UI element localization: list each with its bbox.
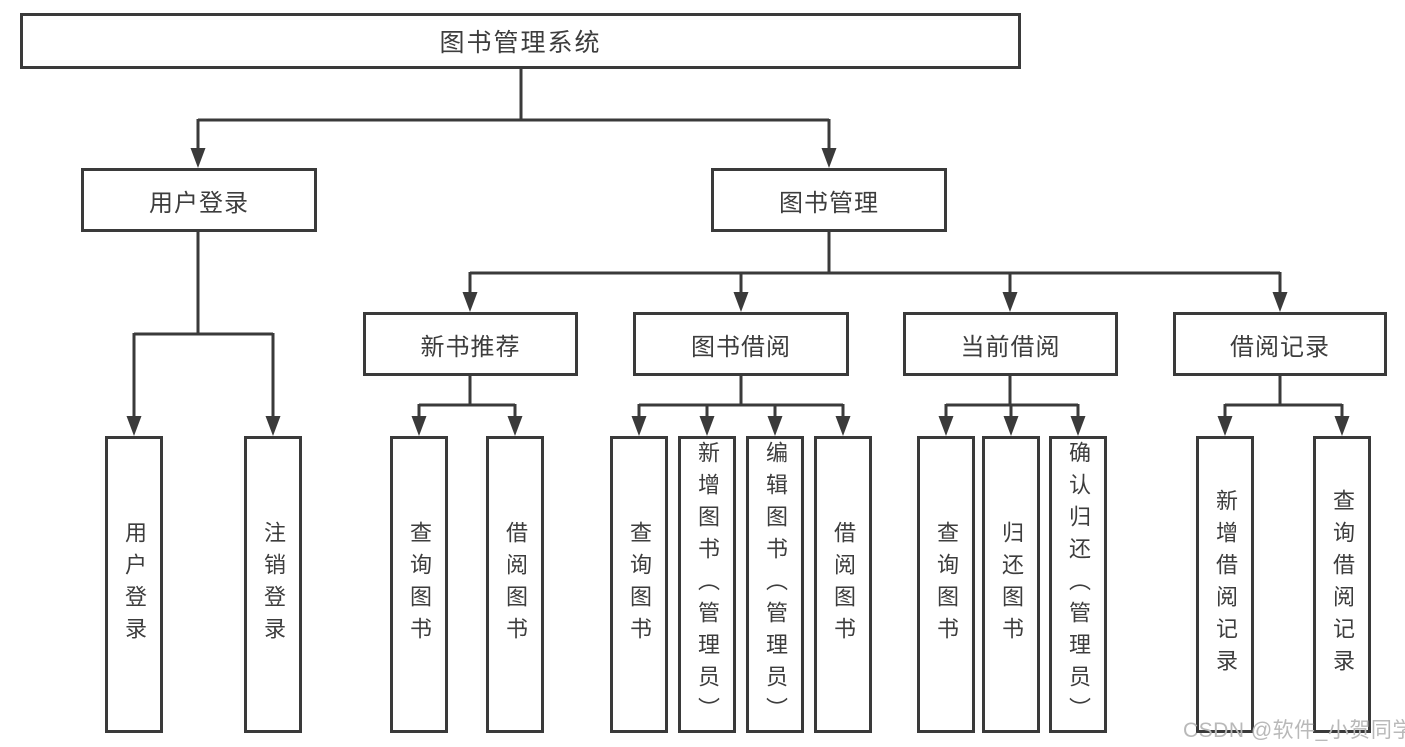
node-book-management: 图书管理	[711, 168, 947, 232]
leaf-search-books-borrowing: 查询图书	[610, 436, 668, 733]
node-current-borrowing: 当前借阅	[903, 312, 1118, 376]
leaf-label: 新增借阅记录	[1213, 488, 1238, 681]
leaf-search-books-current: 查询图书	[917, 436, 975, 733]
node-label: 当前借阅	[960, 333, 1061, 361]
node-label: 新书推荐	[420, 333, 521, 361]
leaf-edit-book-admin: 编辑图书（管理员）	[746, 436, 804, 733]
leaf-search-borrow-record: 查询借阅记录	[1313, 436, 1371, 733]
leaf-label: 归还图书	[999, 520, 1024, 649]
leaf-return-books: 归还图书	[982, 436, 1040, 733]
leaf-label: 查询图书	[627, 520, 652, 649]
node-new-book-recommend: 新书推荐	[363, 312, 578, 376]
leaf-user-login: 用户登录	[105, 436, 163, 733]
leaf-label: 查询借阅记录	[1330, 488, 1355, 681]
node-book-borrowing: 图书借阅	[633, 312, 849, 376]
leaf-label: 注销登录	[261, 520, 286, 649]
leaf-label: 查询图书	[407, 520, 432, 649]
node-label: 图书管理	[779, 189, 879, 217]
leaf-add-book-admin: 新增图书（管理员）	[678, 436, 736, 733]
leaf-label: 用户登录	[122, 520, 147, 649]
node-user-login: 用户登录	[81, 168, 317, 232]
leaf-label: 查询图书	[934, 520, 959, 649]
leaf-label: 借阅图书	[831, 520, 856, 649]
node-label: 借阅记录	[1230, 333, 1330, 361]
node-label: 图书借阅	[691, 333, 791, 361]
node-library-management-system: 图书管理系统	[20, 13, 1021, 69]
leaf-search-books-recommend: 查询图书	[390, 436, 448, 733]
node-borrowing-records: 借阅记录	[1173, 312, 1387, 376]
leaf-borrow-books-recommend: 借阅图书	[486, 436, 544, 733]
node-label: 图书管理系统	[439, 29, 602, 57]
leaf-label: 确认归还（管理员）	[1066, 440, 1091, 729]
watermark: CSDN @软件_小贺同学	[1183, 719, 1405, 742]
leaf-confirm-return-admin: 确认归还（管理员）	[1049, 436, 1107, 733]
leaf-label: 编辑图书（管理员）	[763, 440, 788, 729]
leaf-label: 新增图书（管理员）	[695, 440, 720, 729]
leaf-label: 借阅图书	[503, 520, 528, 649]
leaf-add-borrow-record: 新增借阅记录	[1196, 436, 1254, 733]
leaf-borrow-books-borrowing: 借阅图书	[814, 436, 872, 733]
leaf-logout: 注销登录	[244, 436, 302, 733]
node-label: 用户登录	[149, 189, 249, 217]
